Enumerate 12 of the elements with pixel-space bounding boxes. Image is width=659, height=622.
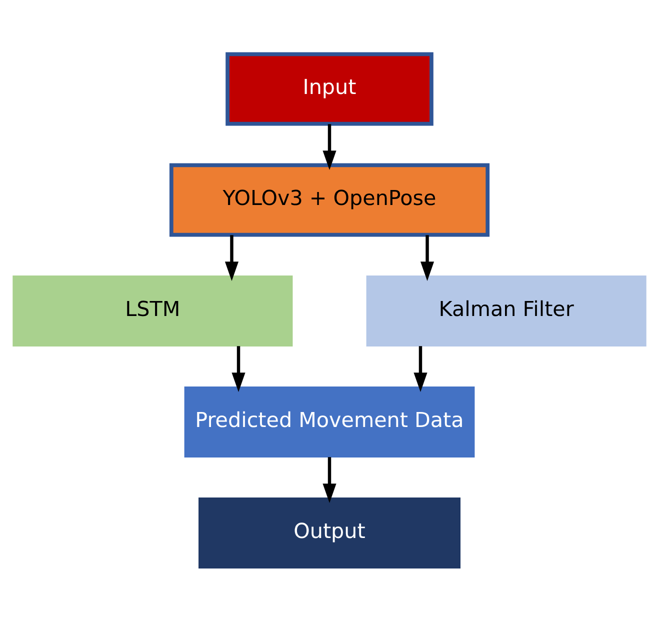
arrow (322, 457, 336, 503)
arrow (322, 124, 336, 170)
arrow (232, 346, 246, 392)
node-box: Input (226, 52, 434, 126)
arrow (420, 235, 434, 281)
arrow (224, 235, 239, 281)
node-box: Kalman Filter (366, 276, 646, 346)
node-box: YOLOv3 + OpenPose (169, 163, 490, 237)
node-box: Predicted Movement Data (184, 386, 475, 458)
node-box: Output (198, 498, 460, 568)
arrow (414, 346, 428, 392)
node-box: LSTM (12, 276, 293, 346)
